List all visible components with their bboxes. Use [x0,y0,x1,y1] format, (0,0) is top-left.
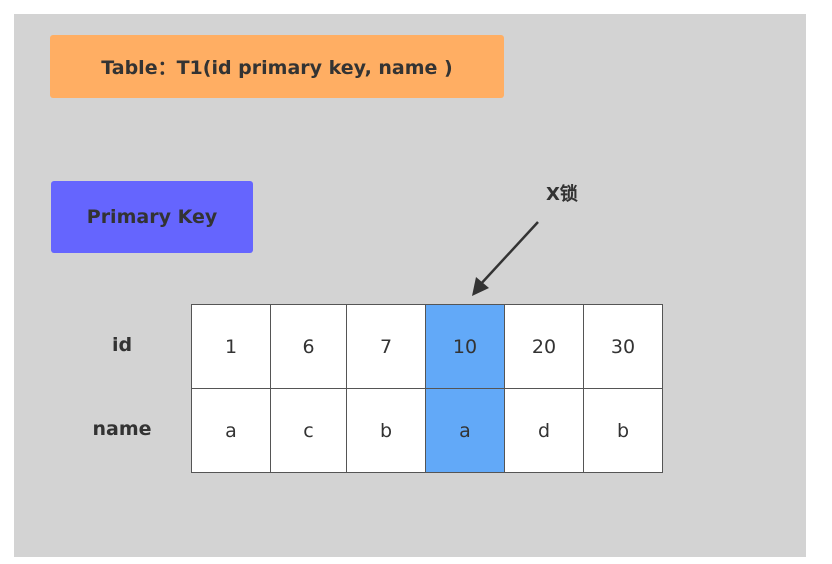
cell-name-5: b [583,388,663,473]
cell-id-4: 20 [504,304,584,389]
cell-id-1: 6 [270,304,347,389]
cell-name-2: b [346,388,426,473]
row-label-id: id [111,334,133,356]
table-row-name: a c b a d b [191,388,663,473]
cell-id-3: 10 [425,304,505,389]
x-lock-label: X锁 [546,184,578,205]
table-row-id: 1 6 7 10 20 30 [191,304,663,389]
index-table: 1 6 7 10 20 30 a c b a d b [191,304,663,473]
cell-name-0: a [191,388,271,473]
table-title-box: Table：T1(id primary key, name ) [50,35,504,98]
cell-name-4: d [504,388,584,473]
cell-id-5: 30 [583,304,663,389]
cell-id-0: 1 [191,304,271,389]
diagram-canvas: Table：T1(id primary key, name ) Primary … [14,14,806,557]
cell-name-3: a [425,388,505,473]
lock-arrow-head [472,277,489,296]
primary-key-box: Primary Key [51,181,253,253]
lock-arrow-line [478,221,539,287]
lock-arrow [472,221,539,296]
row-label-name: name [92,418,152,440]
cell-name-1: c [270,388,347,473]
cell-id-2: 7 [346,304,426,389]
